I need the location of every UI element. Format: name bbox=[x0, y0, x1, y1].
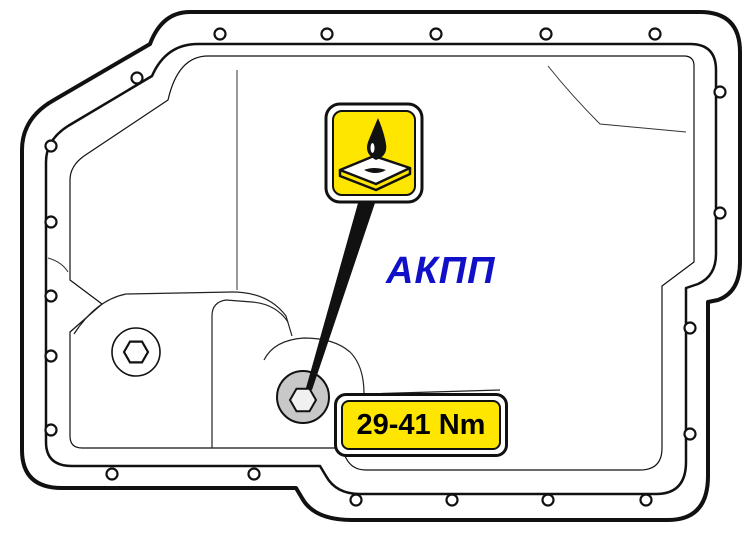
flange-bolt-holes bbox=[44, 27, 727, 507]
pan-outer-flange bbox=[20, 10, 742, 522]
bolt-hole bbox=[44, 289, 58, 303]
pan-rib-curve bbox=[547, 65, 687, 133]
bolt-hole bbox=[320, 27, 334, 41]
torque-spec-badge: 29-41 Nm bbox=[334, 393, 508, 457]
pan-inner-bend bbox=[47, 257, 69, 273]
bolt-hole bbox=[648, 27, 662, 41]
pan-shelf-drop bbox=[211, 299, 289, 323]
bolt-hole bbox=[130, 71, 144, 85]
pan-body bbox=[69, 55, 695, 471]
bolt-hole bbox=[213, 27, 227, 41]
component-label: АКПП bbox=[386, 250, 496, 292]
bolt-hole bbox=[639, 493, 653, 507]
bolt-hole bbox=[429, 27, 443, 41]
bolt-hole bbox=[247, 467, 261, 481]
bolt-hole bbox=[44, 139, 58, 153]
torque-spec-value: 29-41 Nm bbox=[341, 400, 501, 450]
bolt-hole bbox=[44, 423, 58, 437]
bolt-hole bbox=[105, 467, 119, 481]
bolt-hole bbox=[683, 321, 697, 335]
bolt-hole bbox=[683, 427, 697, 441]
bolt-hole bbox=[713, 85, 727, 99]
drain-boss-outline bbox=[263, 337, 501, 395]
bolt-hole bbox=[539, 27, 553, 41]
bolt-hole bbox=[349, 493, 363, 507]
pan-shelf bbox=[73, 291, 293, 337]
bolt-hole bbox=[445, 493, 459, 507]
hex-plug bbox=[111, 327, 161, 377]
bolt-hole bbox=[541, 493, 555, 507]
icon-leader-line bbox=[306, 196, 376, 390]
bolt-hole bbox=[713, 206, 727, 220]
oil-drop-fill-icon bbox=[324, 102, 424, 204]
pan-inner-flange bbox=[44, 42, 718, 496]
bolt-hole bbox=[44, 349, 58, 363]
drain-plug bbox=[276, 370, 330, 424]
bolt-hole bbox=[44, 215, 58, 229]
